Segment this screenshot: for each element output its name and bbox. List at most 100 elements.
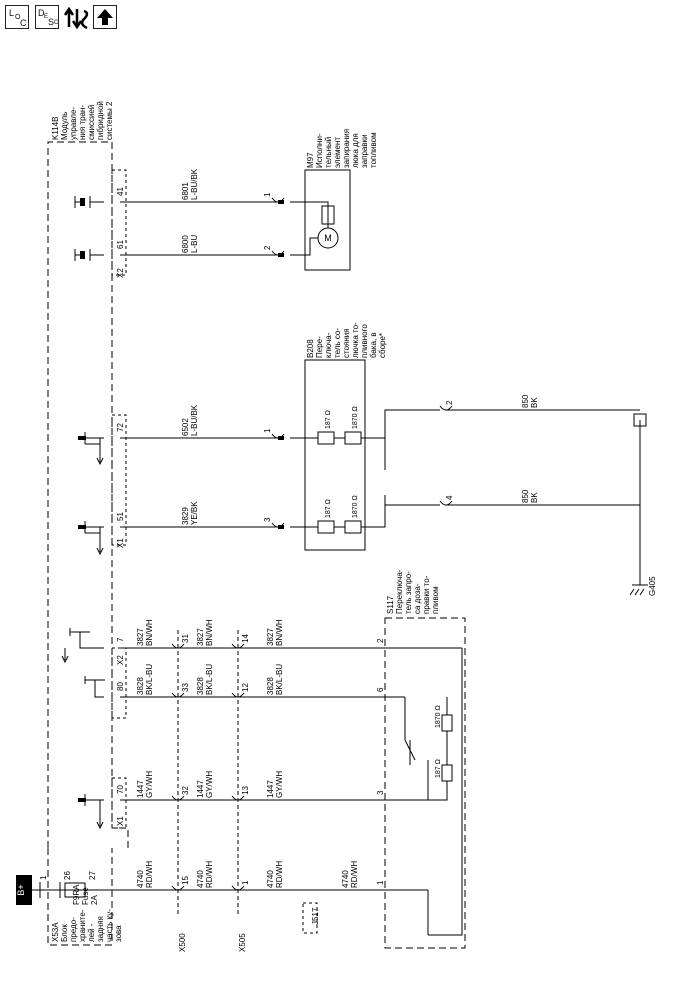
svg-text:ключа-: ключа- <box>324 332 333 358</box>
svg-text:3827: 3827 <box>266 628 275 646</box>
svg-text:BN/WH: BN/WH <box>145 619 154 646</box>
svg-text:Исполни-: Исполни- <box>315 133 324 168</box>
x505-pin-14: 14 <box>241 634 250 643</box>
motor-letter: M <box>324 233 332 243</box>
loc-letter-c: C <box>20 18 27 28</box>
s117-pin-2: 2 <box>376 638 385 643</box>
label-850: 850 BK 850 BK <box>521 394 539 503</box>
desc-letter-e: E <box>44 14 49 20</box>
svg-text:са доза-: са доза- <box>413 583 422 614</box>
svg-text:X53A: X53A <box>51 922 60 942</box>
svg-text:тель запро-: тель запро- <box>404 571 413 614</box>
svg-text:6800: 6800 <box>181 235 190 253</box>
svg-text:ния тран-: ния тран- <box>78 105 87 140</box>
svg-text:4740: 4740 <box>266 870 275 888</box>
x2-label-a: X2 <box>116 268 125 278</box>
svg-text:элемент: элемент <box>333 137 342 168</box>
b208-box <box>304 359 366 551</box>
pin-51: 51 <box>116 512 125 521</box>
s117-internals <box>404 648 463 936</box>
svg-text:BN/WH: BN/WH <box>205 619 214 646</box>
connector-x2b-box <box>111 647 127 719</box>
r1870-a: 1870 Ω <box>352 406 359 429</box>
b208-pin-3: 3 <box>263 517 272 522</box>
s117-outline <box>384 617 466 949</box>
pin-7: 7 <box>116 637 125 642</box>
b208-pin-1: 1 <box>263 428 272 433</box>
svg-text:4740: 4740 <box>136 870 145 888</box>
label-1447: 1447 GY/WH 1447 GY/WH 1447 GY/WH <box>136 771 284 798</box>
s117-pin-3: 3 <box>376 790 385 795</box>
m97-element <box>321 205 335 225</box>
svg-text:3828: 3828 <box>266 677 275 695</box>
r1870-c: 1870 Ω <box>435 705 442 728</box>
svg-text:RD/WH: RD/WH <box>350 861 359 888</box>
svg-text:L-BU/BK: L-BU/BK <box>190 168 199 200</box>
svg-text:тель со-: тель со- <box>333 328 342 358</box>
label-3828: 3828 BK/L-BU 3828 BK/L-BU 3828 BK/L-BU <box>136 664 284 695</box>
loc-button[interactable]: L O C <box>5 5 29 29</box>
description-button[interactable]: D E S C <box>35 5 59 29</box>
svg-text:M97: M97 <box>306 152 315 168</box>
svg-text:BK: BK <box>530 492 539 503</box>
svg-text:6502: 6502 <box>181 418 190 436</box>
svg-text:BK/L-BU: BK/L-BU <box>205 664 214 695</box>
svg-text:Блок: Блок <box>60 924 69 942</box>
b208-pin-2: 2 <box>445 400 454 405</box>
svg-text:GY/WH: GY/WH <box>145 771 154 798</box>
toolbar: L O C D E S C <box>0 0 700 46</box>
svg-text:храните-: храните- <box>78 909 87 942</box>
svg-text:GY/WH: GY/WH <box>205 771 214 798</box>
svg-text:часть ку-: часть ку- <box>105 909 114 942</box>
module-switches <box>61 196 105 830</box>
x500-label: X500 <box>178 933 187 952</box>
x500-pin-33: 33 <box>181 683 190 692</box>
signal-flow-icon[interactable] <box>63 5 93 31</box>
label-6801: 6801 L-BU/BK <box>181 168 199 200</box>
loc-letter-l: L <box>9 8 15 18</box>
svg-text:BK: BK <box>530 397 539 408</box>
x505-label: X505 <box>238 933 247 952</box>
x500-pin-31: 31 <box>181 634 190 643</box>
s117-pin-6: 6 <box>376 687 385 692</box>
svg-text:сборе*: сборе* <box>378 333 387 358</box>
b208-label: B208 Пере- ключа- тель со- стояния лючка… <box>306 322 387 358</box>
svg-text:RD/WH: RD/WH <box>145 861 154 888</box>
connector-x1-box <box>111 414 127 546</box>
svg-text:1447: 1447 <box>196 780 205 798</box>
svg-text:топливом: топливом <box>369 132 378 168</box>
svg-text:Переключа-: Переключа- <box>395 569 404 614</box>
svg-text:3828: 3828 <box>136 677 145 695</box>
svg-text:BK/L-BU: BK/L-BU <box>145 664 154 695</box>
ground-splice <box>633 413 647 427</box>
svg-text:L-BU: L-BU <box>190 235 199 253</box>
wiring-diagram: B+ X53A Блок предо- храните- лей - задня… <box>16 101 657 952</box>
svg-text:люка для: люка для <box>351 133 360 168</box>
svg-text:запирания: запирания <box>342 129 351 168</box>
m97-pin-2: 2 <box>263 245 272 250</box>
x53a-outline <box>47 848 113 946</box>
r187-a: 187 Ω <box>325 410 332 429</box>
label-6502: 6502 L-BU/BK <box>181 404 199 436</box>
r187-c: 187 Ω <box>435 759 442 778</box>
loc-letter-o: O <box>15 14 21 21</box>
label-3829: 3829 YE/BK <box>181 501 199 525</box>
svg-text:зова: зова <box>114 925 123 942</box>
s117-label: S117 Переключа- тель запро- са доза- пра… <box>386 569 440 614</box>
fuse-pin-27: 27 <box>88 871 97 880</box>
desc-letter-d: D <box>38 8 45 18</box>
x500-pin-32: 32 <box>181 786 190 795</box>
svg-text:1447: 1447 <box>266 780 275 798</box>
x2-label-b: X2 <box>116 655 125 665</box>
x500-pin-15: 15 <box>181 876 190 885</box>
m97-label: M97 Исполни- тельный элемент запирания л… <box>306 129 378 168</box>
g405-label: G405 <box>648 576 657 596</box>
svg-text:предо-: предо- <box>69 917 78 942</box>
m97-pin-1: 1 <box>263 192 272 197</box>
up-arrow-button[interactable] <box>93 5 117 29</box>
desc-letter-c: C <box>54 20 59 26</box>
svg-text:пливного: пливного <box>360 324 369 358</box>
desc-letter-s: S <box>48 17 55 27</box>
connector-arcs <box>171 197 453 891</box>
svg-text:4740: 4740 <box>196 870 205 888</box>
